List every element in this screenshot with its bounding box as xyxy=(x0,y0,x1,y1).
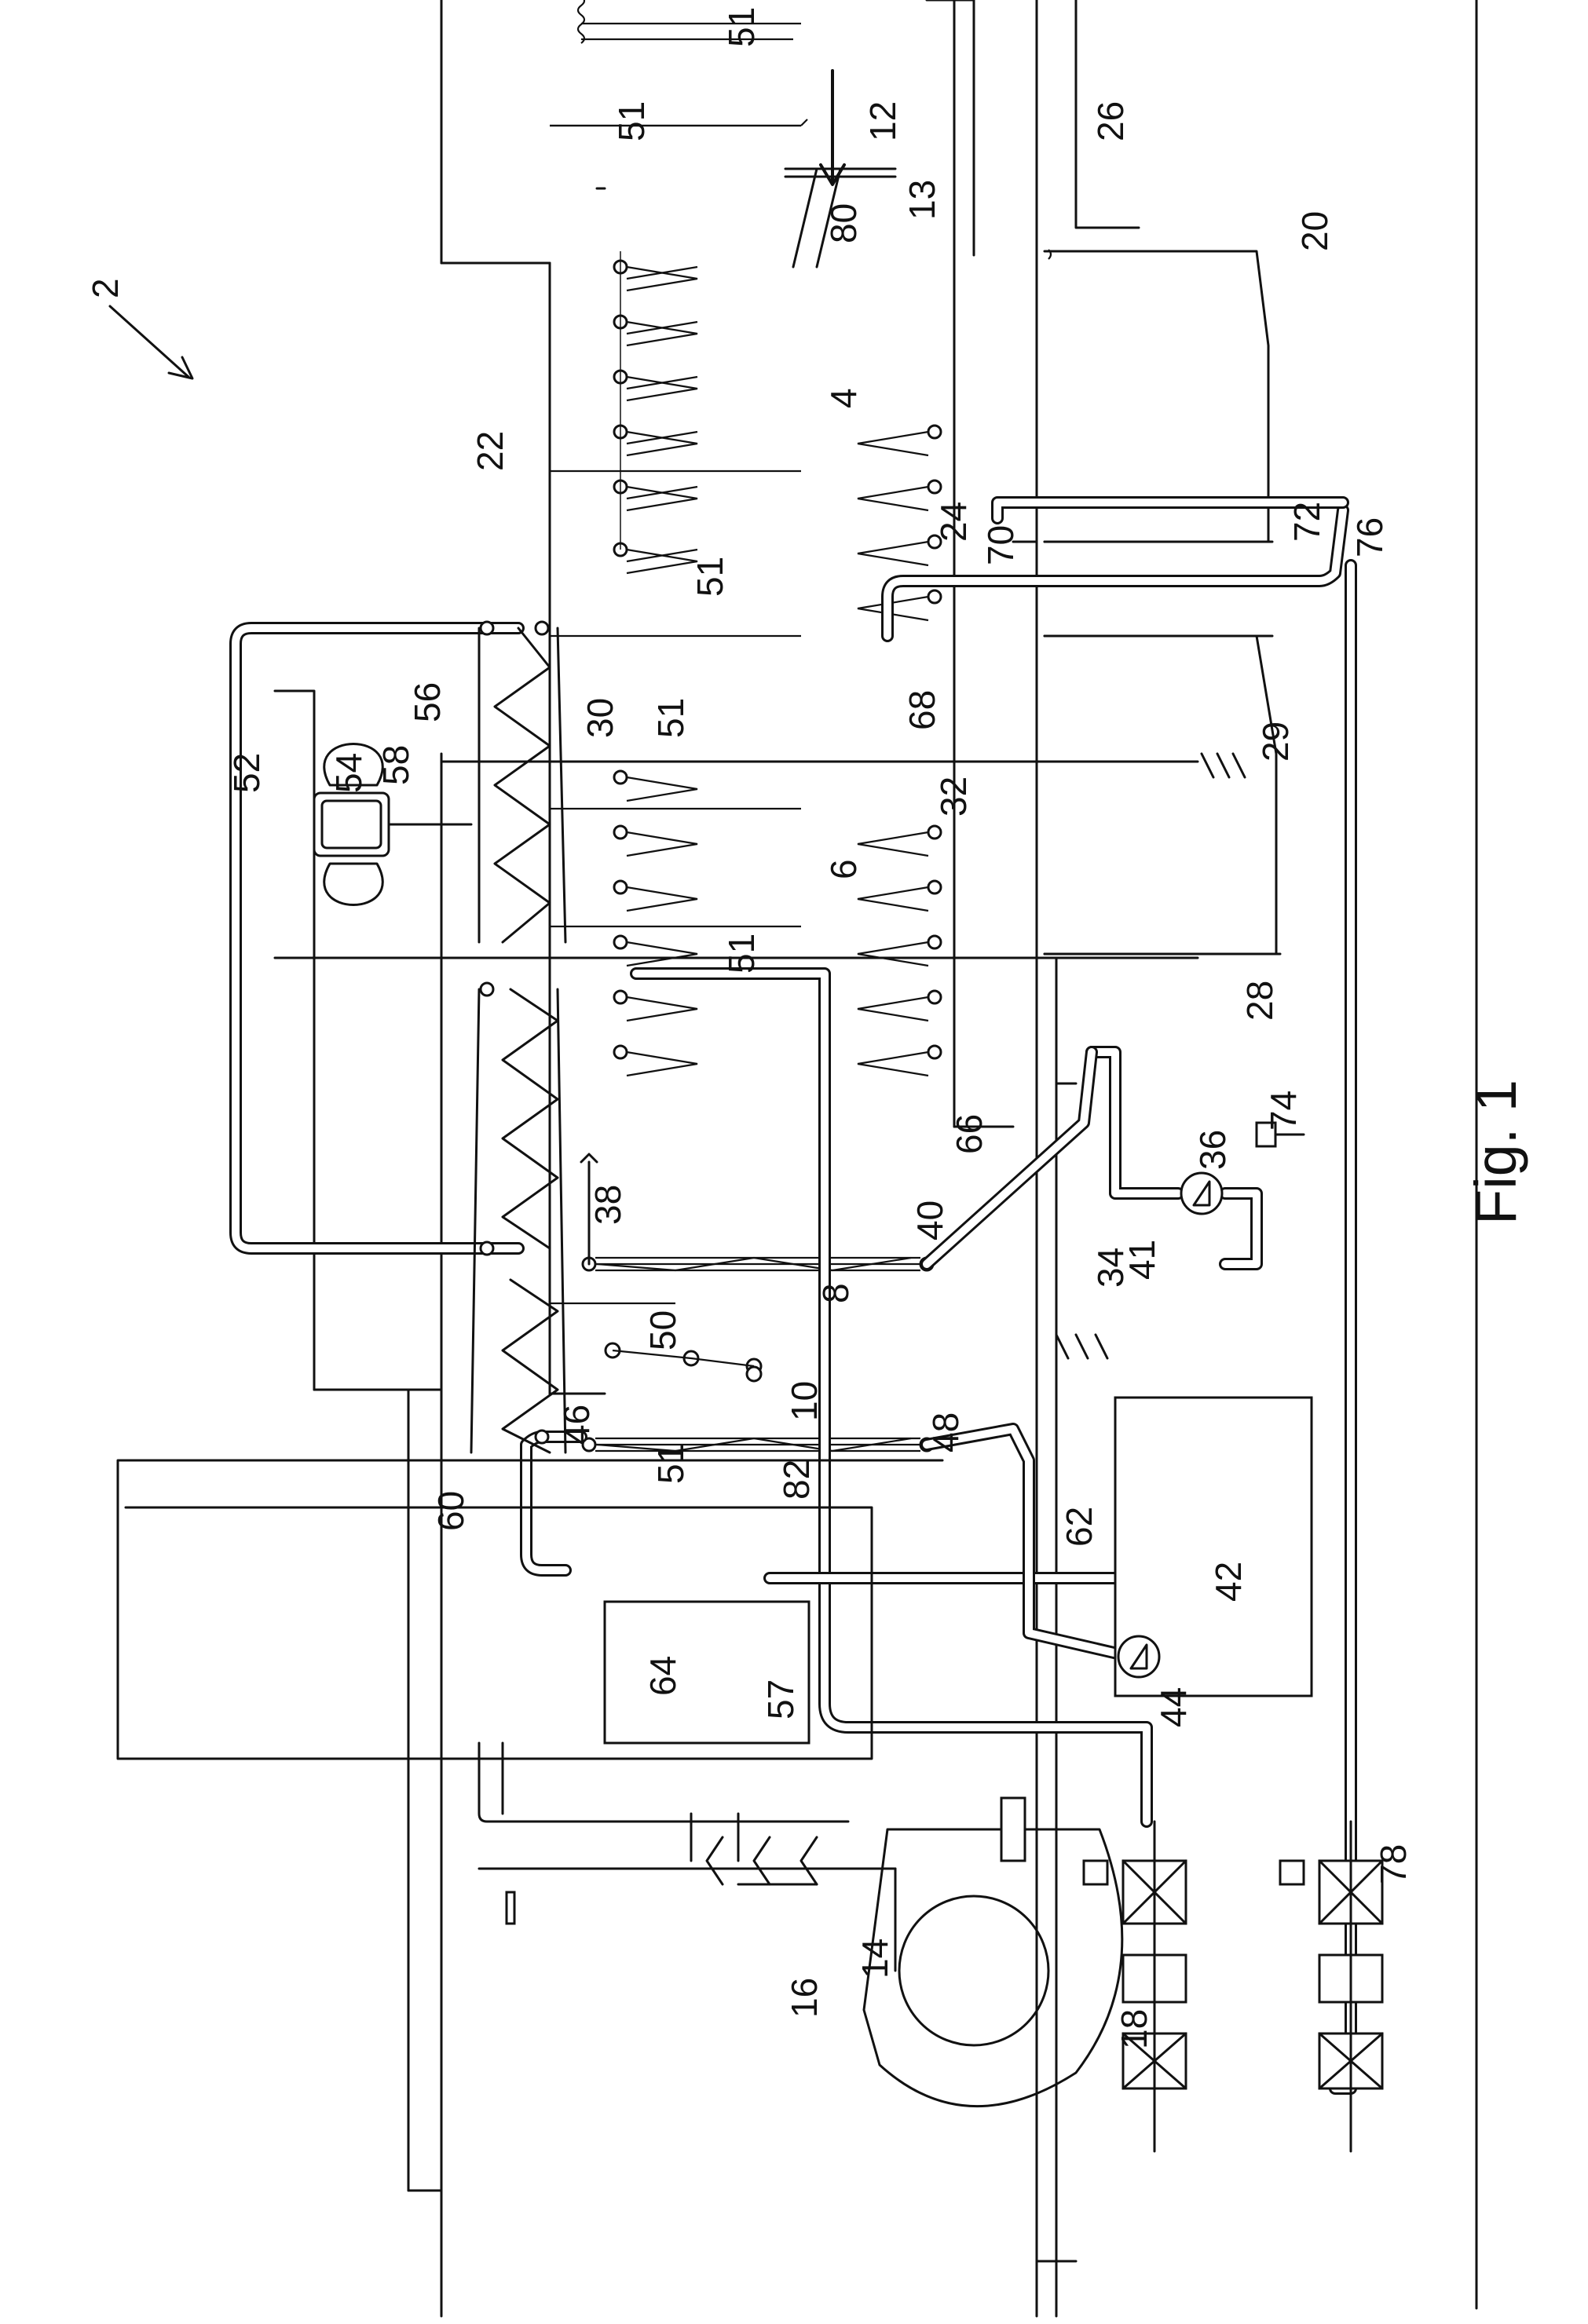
label-6: 6 xyxy=(823,859,864,879)
label-46: 46 xyxy=(556,1405,597,1445)
label-78: 78 xyxy=(1373,1844,1414,1884)
label-18: 18 xyxy=(1114,2009,1154,2049)
valve-train-upper xyxy=(1084,1822,1186,2151)
label-4: 4 xyxy=(823,388,864,408)
coil-56 xyxy=(479,622,565,942)
label-62: 62 xyxy=(1059,1507,1100,1547)
label-68: 68 xyxy=(902,690,942,730)
label-58: 58 xyxy=(375,745,416,785)
label-8: 8 xyxy=(815,1283,856,1303)
label-26: 26 xyxy=(1090,101,1131,141)
label-51-e: 51 xyxy=(721,934,762,974)
rinse-arms-38-40 xyxy=(581,1154,933,1270)
spray-nozzles-upper-30 xyxy=(614,771,697,1076)
spray-nozzles-lower-32 xyxy=(858,826,941,1076)
heater-29 xyxy=(1202,754,1245,777)
label-20: 20 xyxy=(1294,211,1335,251)
valve-train-78 xyxy=(1280,1822,1382,2151)
label-38: 38 xyxy=(587,1185,628,1225)
label-24: 24 xyxy=(933,502,974,542)
coil-58 xyxy=(471,983,565,1452)
label-64: 64 xyxy=(642,1656,683,1696)
reference-arrow-2 xyxy=(110,306,192,378)
base-lines xyxy=(1001,0,1476,2308)
label-10: 10 xyxy=(784,1381,825,1421)
figure-caption: Fig. 1 xyxy=(1463,1080,1528,1225)
curtain-lines xyxy=(550,24,801,1303)
tank-wall-partitions xyxy=(1013,542,1280,954)
tank-28 xyxy=(1045,636,1276,954)
label-51-b: 51 xyxy=(611,101,652,141)
label-76: 76 xyxy=(1349,517,1390,557)
dryer-14 xyxy=(479,1743,895,1971)
housing-outline xyxy=(314,0,1198,2316)
label-36: 36 xyxy=(1192,1130,1233,1170)
pump-36 xyxy=(1181,1173,1222,1214)
label-60: 60 xyxy=(430,1491,471,1531)
rinse-arms-46-48 xyxy=(583,1438,933,1451)
label-40: 40 xyxy=(909,1200,950,1241)
label-70: 70 xyxy=(980,525,1021,565)
label-41: 41 xyxy=(1121,1240,1162,1280)
label-51-d: 51 xyxy=(650,698,691,738)
label-30: 30 xyxy=(580,698,620,738)
label-54: 54 xyxy=(328,753,369,793)
label-51-a: 51 xyxy=(721,7,762,47)
spray-nozzles-lower-24 xyxy=(858,426,941,620)
label-14: 14 xyxy=(854,1938,895,1979)
flow-arrow-12 xyxy=(821,71,844,185)
label-51-f: 51 xyxy=(650,1444,691,1484)
label-16: 16 xyxy=(784,1978,825,2018)
nozzles-16 xyxy=(707,1837,817,1884)
label-74: 74 xyxy=(1263,1091,1304,1131)
label-56: 56 xyxy=(407,682,448,722)
heater-41 xyxy=(1056,1335,1107,1358)
label-48: 48 xyxy=(925,1412,966,1452)
label-66: 66 xyxy=(949,1114,990,1154)
pipe-48-to-44 xyxy=(927,1429,1131,1657)
pipe-60 xyxy=(526,1437,581,1570)
label-72: 72 xyxy=(1286,502,1327,542)
blower-18 xyxy=(118,1460,1122,2107)
label-42: 42 xyxy=(1208,1562,1249,1602)
nozzles-50 xyxy=(606,1343,761,1381)
label-22: 22 xyxy=(470,431,510,471)
spray-nozzles-upper-22 xyxy=(597,188,697,573)
label-12: 12 xyxy=(862,101,903,141)
label-52: 52 xyxy=(226,753,267,793)
label-80: 80 xyxy=(823,203,864,243)
label-51-c: 51 xyxy=(690,557,730,597)
curtains-51 xyxy=(550,0,807,126)
label-28: 28 xyxy=(1239,981,1280,1021)
unit-64 xyxy=(605,1602,809,1743)
label-2: 2 xyxy=(85,278,126,298)
label-13: 13 xyxy=(902,180,942,220)
pump-44 xyxy=(1118,1636,1159,1677)
label-32: 32 xyxy=(933,776,974,817)
label-50: 50 xyxy=(642,1310,683,1350)
label-44: 44 xyxy=(1153,1687,1194,1727)
label-57: 57 xyxy=(760,1679,801,1719)
label-29: 29 xyxy=(1255,722,1296,762)
label-82: 82 xyxy=(776,1460,817,1500)
